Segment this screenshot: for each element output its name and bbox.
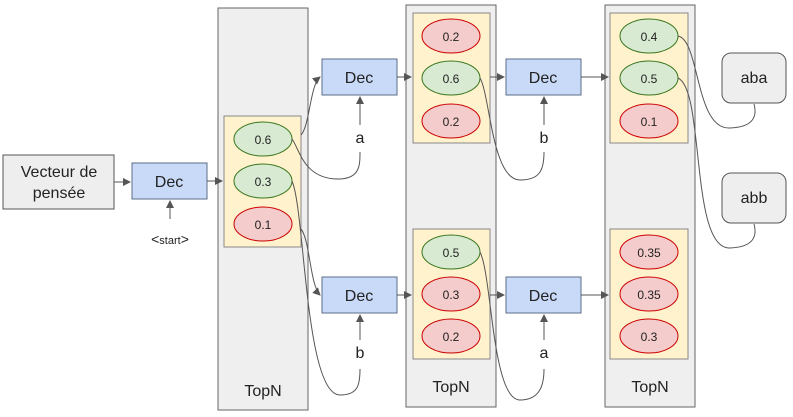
connectors [114, 35, 756, 401]
stage2-top-prob-3-label: 0.2 [443, 115, 460, 129]
stage2-top-prob-2-label: 0.6 [443, 72, 460, 86]
stage3-top-prob-3-label: 0.1 [641, 115, 658, 129]
curve-prob-0.4-to-output-aba [677, 35, 756, 129]
curve-prob-0.3-to-token-b [291, 180, 361, 396]
curve-prob-0.6-to-token-b [479, 77, 545, 181]
thought-vector-node [2, 154, 115, 210]
stage3-bottom-prob-3 [619, 318, 679, 354]
stage2-bottom-prob-2-label: 0.3 [443, 288, 460, 302]
output-node-abb-label: abb [741, 190, 768, 207]
stage2-bottom-prob-1-label: 0.5 [443, 246, 460, 260]
stage2-top-prob-1 [421, 18, 481, 54]
stage1-prob-3 [233, 206, 293, 242]
output-node-aba [721, 52, 787, 104]
decoder-1-label: Dec [155, 174, 183, 191]
decoder-3-bottom-label: Dec [529, 288, 557, 305]
stage3-bottom-prob-2 [619, 276, 679, 312]
stage3-top-prob-3 [619, 103, 679, 139]
stage2-bottom-prob-3-label: 0.2 [443, 330, 460, 344]
topn-label-1: TopN [244, 383, 281, 400]
decoder-3-bottom [505, 276, 582, 314]
stage1-prob-2-label: 0.3 [255, 175, 272, 189]
stage3-top-prob-1-label: 0.4 [641, 30, 658, 44]
arrow-panel-to-decoder-2-bottom [300, 228, 321, 296]
decoder-3-top-label: Dec [529, 70, 557, 87]
stage2-top-prob-1-label: 0.2 [443, 30, 460, 44]
stage3-bottom-input-token: a [540, 345, 549, 362]
decoder-2-bottom [321, 276, 398, 314]
stage1-prob-3-label: 0.1 [255, 218, 272, 232]
curve-prob-0.5-to-token-a [479, 251, 545, 401]
topn-label-3: TopN [631, 379, 668, 396]
start-token: <start> [151, 231, 189, 247]
stage3-bottom-prob-3-label: 0.3 [641, 330, 658, 344]
decoder-2-bottom-label: Dec [345, 288, 373, 305]
decoder-2-top [321, 58, 398, 96]
topn-label-2: TopN [432, 379, 469, 396]
thought-vector-label-line2: pensée [33, 185, 86, 202]
curve-prob-0.6-to-token-a [291, 138, 361, 180]
output-node-aba-label: aba [741, 70, 768, 87]
arrow-panel-to-decoder-2-top [300, 76, 321, 136]
output-node-abb [721, 172, 787, 224]
stage2-bottom-input-token: b [356, 345, 365, 362]
stage1-prob-1-label: 0.6 [255, 133, 272, 147]
stage2-bottom-prob-3 [421, 318, 481, 354]
stage2-top-input-token: a [356, 130, 365, 147]
curve-prob-0.5-to-output-abb [677, 77, 756, 249]
decoder-3-top [505, 58, 582, 96]
stage3-bottom-prob-2-label: 0.35 [637, 288, 661, 302]
stage3-bottom-prob-1 [619, 234, 679, 270]
stage3-top-prob-2-label: 0.5 [641, 72, 658, 86]
decoder-1 [131, 162, 208, 200]
decoder-2-top-label: Dec [345, 70, 373, 87]
stage2-top-prob-3 [421, 103, 481, 139]
stage2-bottom-prob-2 [421, 276, 481, 312]
thought-vector-label-line1: Vecteur de [21, 164, 98, 181]
stage3-bottom-prob-1-label: 0.35 [637, 246, 661, 260]
stage3-top-input-token: b [540, 130, 549, 147]
